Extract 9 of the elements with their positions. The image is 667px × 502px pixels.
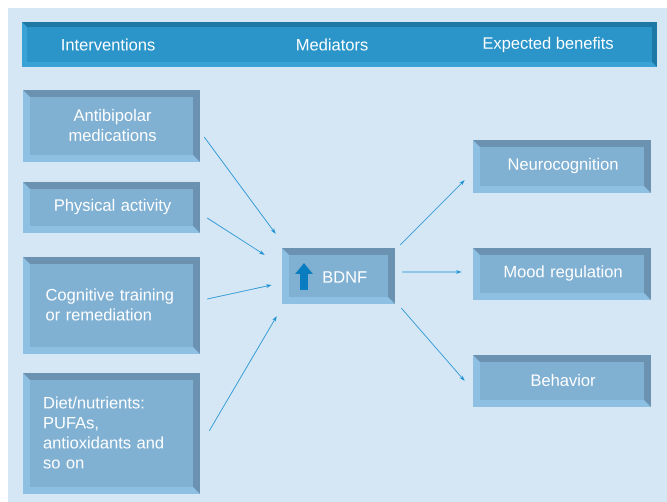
process-box: Antibipolar medications (23, 90, 200, 162)
process-box: Mood regulation (473, 248, 651, 300)
process-box: BDNF (282, 248, 395, 304)
process-box: Cognitive training or remediation (23, 256, 200, 354)
header-band: Interventions Mediators Expected benefits (22, 22, 657, 67)
process-box: Neurocognition (473, 140, 651, 193)
process-box: Behavior (473, 354, 651, 407)
process-box: Physical activity (23, 182, 200, 233)
process-box: Diet/nutrients: PUFAs, antioxidants and so on (23, 372, 200, 494)
